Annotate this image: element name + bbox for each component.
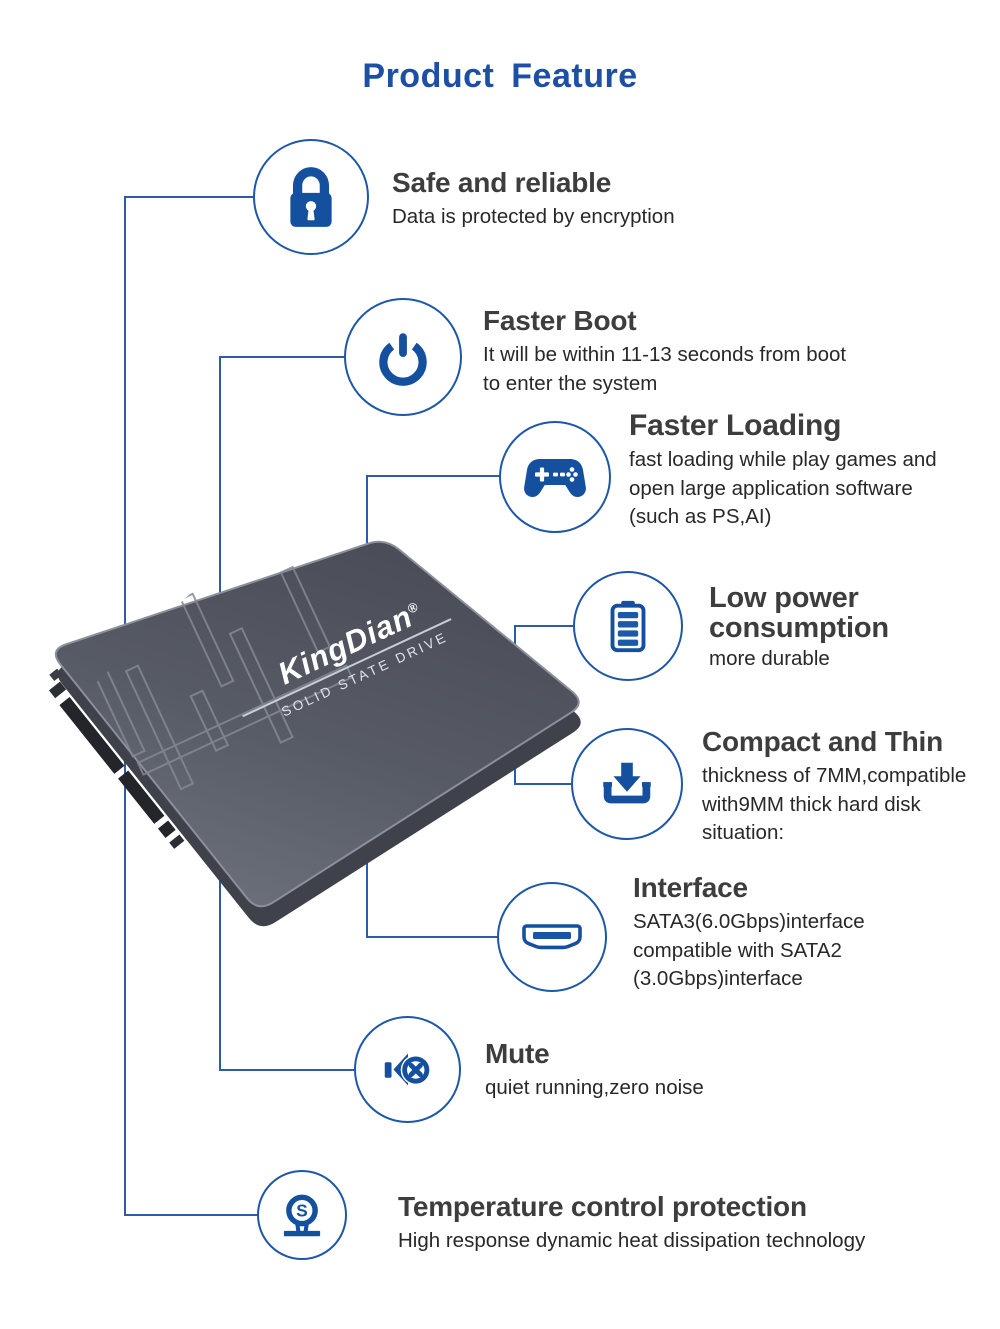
feature-line: situation: bbox=[702, 821, 785, 844]
connector-line bbox=[366, 475, 500, 477]
feature-heading: Faster Loading bbox=[629, 409, 842, 442]
feature-line: to enter the system bbox=[483, 371, 658, 395]
feature-circle bbox=[497, 882, 607, 992]
connector-line bbox=[219, 1069, 354, 1071]
feature-heading: Temperature control protection bbox=[398, 1191, 807, 1222]
feature-circle bbox=[571, 728, 683, 840]
feature-line: SATA3(6.0Gbps)interface bbox=[633, 910, 865, 933]
sata-connector-icon bbox=[522, 924, 582, 950]
feature-line: quiet running,zero noise bbox=[485, 1076, 704, 1099]
feature-interface: Interface SATA3(6.0Gbps)interface compat… bbox=[633, 872, 865, 994]
feature-line: It will be within 11-13 seconds from boo… bbox=[483, 343, 847, 366]
feature-heading: Safe and reliable bbox=[392, 167, 612, 198]
feature-line: more durable bbox=[709, 647, 830, 670]
feature-heading: Compact and Thin bbox=[702, 726, 944, 757]
feature-line: thickness of 7MM,compatible bbox=[702, 764, 967, 787]
feature-heading: Interface bbox=[633, 872, 748, 903]
page-title: Product Feature bbox=[362, 56, 638, 95]
feature-heading: Mute bbox=[485, 1038, 550, 1069]
feature-safe-reliable: Safe and reliable Data is protected by e… bbox=[392, 167, 675, 232]
feature-line: Data is protected by encryption bbox=[392, 205, 675, 228]
feature-circle bbox=[253, 139, 369, 255]
feature-line: with9MM thick hard disk bbox=[702, 792, 921, 816]
connector-line bbox=[124, 1214, 257, 1216]
feature-temperature: Temperature control protection High resp… bbox=[398, 1191, 865, 1256]
feature-circle: S bbox=[257, 1170, 347, 1260]
feature-line: open large application software bbox=[629, 476, 913, 500]
speaker-mute-icon bbox=[384, 1053, 431, 1085]
svg-text:S: S bbox=[296, 1200, 307, 1220]
connector-line bbox=[366, 845, 368, 938]
connector-line bbox=[514, 625, 574, 627]
feature-line: (3.0Gbps)interface bbox=[633, 967, 803, 990]
connector-line bbox=[219, 356, 345, 358]
connector-line bbox=[124, 196, 255, 198]
temperature-stamp-icon: S bbox=[283, 1194, 321, 1237]
feature-line: fast loading while play games and bbox=[629, 448, 937, 471]
feature-mute: Mute quiet running,zero noise bbox=[485, 1038, 704, 1103]
feature-line: compatible with SATA2 bbox=[633, 938, 842, 962]
feature-compact-thin: Compact and Thin thickness of 7MM,compat… bbox=[702, 726, 966, 848]
power-icon bbox=[379, 333, 427, 386]
feature-low-power: Low power consumption more durable bbox=[709, 583, 899, 674]
gamepad-icon bbox=[524, 459, 586, 497]
download-icon bbox=[603, 762, 651, 804]
feature-heading: Faster Boot bbox=[483, 305, 637, 336]
feature-line: (such as PS,AI) bbox=[629, 505, 772, 528]
feature-circle bbox=[499, 421, 611, 533]
ssd-image bbox=[48, 540, 581, 927]
ssd-top-face bbox=[54, 540, 580, 908]
feature-circle bbox=[573, 571, 683, 681]
feature-circle bbox=[354, 1016, 461, 1123]
lock-icon bbox=[290, 167, 332, 227]
sata-pins bbox=[48, 668, 185, 849]
battery-icon bbox=[610, 600, 646, 653]
connector-line bbox=[514, 783, 572, 785]
feature-heading: Low power consumption bbox=[709, 582, 889, 644]
feature-faster-boot: Faster Boot It will be within 11-13 seco… bbox=[483, 305, 846, 398]
feature-circle bbox=[344, 298, 462, 416]
connector-line bbox=[366, 936, 498, 938]
connector-line bbox=[366, 475, 368, 546]
feature-line: High response dynamic heat dissipation t… bbox=[398, 1229, 866, 1252]
feature-faster-loading: Faster Loading fast loading while play g… bbox=[629, 410, 937, 532]
